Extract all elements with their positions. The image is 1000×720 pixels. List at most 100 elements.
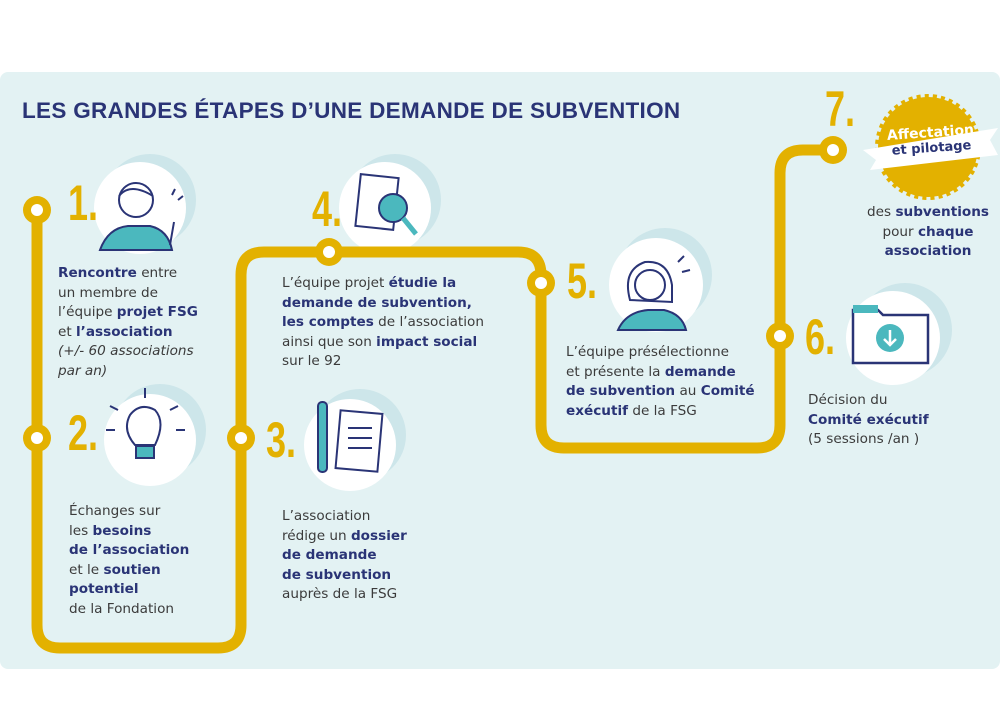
text-segment: projet FSG — [116, 304, 198, 320]
step-2-number: 2. — [68, 405, 99, 461]
text-line: et présente la demande — [566, 363, 755, 383]
text-line: de subvention au Comité — [566, 382, 755, 402]
text-line: l’équipe projet FSG — [58, 303, 198, 323]
text-segment: entre — [136, 265, 178, 281]
text-segment: subventions — [895, 204, 989, 220]
text-segment: auprès de la FSG — [282, 586, 398, 602]
text-line: de la Fondation — [69, 600, 189, 620]
text-line: Décision du — [808, 391, 929, 411]
step-6-number: 6. — [805, 309, 836, 365]
text-line: L’association — [282, 507, 407, 527]
text-segment: sur le 92 — [282, 353, 342, 369]
text-line: sur le 92 — [282, 352, 484, 372]
seal-badge-icon — [863, 94, 998, 200]
text-segment: de la FSG — [628, 402, 697, 419]
text-segment: demande de subvention, — [282, 294, 472, 311]
text-segment: exécutif — [566, 402, 629, 419]
text-segment: de demande — [282, 547, 377, 563]
text-line: de demande — [282, 546, 407, 566]
text-segment: ainsi que son — [282, 333, 377, 350]
text-line: Échanges sur — [69, 502, 189, 522]
text-line: les comptes de l’association — [282, 313, 484, 333]
text-line: Rencontre entre — [58, 264, 198, 284]
text-segment: et présente la — [566, 363, 665, 380]
text-segment: besoins — [92, 522, 152, 539]
text-segment: L’association — [282, 508, 371, 524]
text-segment: soutien — [103, 561, 161, 578]
text-line: par an) — [58, 362, 198, 382]
text-segment: de subvention — [566, 383, 676, 399]
text-segment: et — [58, 323, 77, 340]
text-segment: demande — [664, 363, 736, 380]
text-line: les besoins — [69, 522, 189, 542]
text-segment: de l’association — [69, 542, 190, 558]
step-4-number: 4. — [312, 181, 343, 237]
text-line: pour chaque — [858, 223, 998, 243]
text-segment: Rencontre — [58, 265, 137, 281]
magnifier-document-icon — [354, 173, 418, 236]
text-line: L’équipe présélectionne — [566, 343, 755, 363]
text-line: association — [858, 242, 998, 262]
text-segment: étudie la — [388, 275, 457, 291]
text-line: rédige un dossier — [282, 527, 407, 547]
text-line: demande de subvention, — [282, 294, 484, 314]
text-segment: Comité exécutif — [808, 411, 929, 428]
pen-document-icon — [317, 401, 384, 473]
text-segment: potentiel — [69, 581, 139, 597]
woman-presenting-icon — [616, 255, 691, 331]
text-segment: pour — [882, 223, 918, 240]
step-1-number: 1. — [68, 175, 99, 231]
text-segment: L’équipe projet — [282, 275, 389, 291]
text-line: de l’association — [69, 541, 189, 561]
text-line: et l’association — [58, 323, 198, 343]
lightbulb-icon — [106, 388, 185, 459]
text-segment: L’équipe présélectionne — [566, 344, 729, 360]
step-5-number: 5. — [567, 253, 598, 309]
text-segment: des — [867, 204, 896, 220]
text-segment: Décision du — [808, 392, 888, 408]
step-7-number: 7. — [825, 81, 856, 137]
text-segment: par an) — [58, 362, 108, 379]
text-segment: l’équipe — [58, 304, 117, 320]
text-line: ainsi que son impact social — [282, 333, 484, 353]
text-segment: et le — [69, 561, 104, 578]
text-line: L’équipe projet étudie la — [282, 274, 484, 294]
text-segment: association — [884, 243, 972, 259]
text-segment: rédige un — [282, 527, 351, 544]
text-segment: au — [675, 383, 701, 399]
text-line: de subvention — [282, 566, 407, 586]
text-line: un membre de — [58, 284, 198, 304]
text-segment: de la Fondation — [69, 600, 175, 617]
text-segment: de l’association — [373, 314, 484, 330]
text-segment: impact social — [376, 333, 478, 350]
text-line: et le soutien — [69, 561, 189, 581]
text-segment: Comité — [700, 383, 755, 399]
step-6-text: Décision du Comité exécutif (5 sessions /a… — [808, 391, 929, 450]
text-line: (5 sessions /an ) — [808, 430, 929, 450]
text-line: Comité exécutif — [808, 411, 929, 431]
step-5-text: L’équipe présélectionne et présente la de… — [566, 343, 755, 421]
text-segment: les — [69, 522, 93, 539]
text-line: des subventions — [858, 203, 998, 223]
text-segment: de subvention — [282, 566, 392, 583]
page-title: LES GRANDES ÉTAPES D’UNE DEMANDE DE SUBV… — [22, 98, 681, 123]
text-line: auprès de la FSG — [282, 585, 407, 605]
text-segment: (5 sessions /an ) — [808, 431, 920, 447]
step-3-number: 3. — [266, 412, 297, 468]
text-segment: dossier — [350, 527, 407, 544]
woman-pointing-icon — [98, 182, 184, 251]
text-segment: Échanges sur — [69, 503, 161, 519]
text-segment: (+/- 60 associations — [58, 343, 194, 359]
text-line: exécutif de la FSG — [566, 402, 755, 422]
folder-download-icon — [851, 305, 930, 365]
text-segment: les comptes — [282, 314, 374, 330]
text-line: (+/- 60 associations — [58, 342, 198, 362]
text-segment: un membre de — [58, 284, 158, 301]
text-segment: l’association — [76, 323, 173, 340]
